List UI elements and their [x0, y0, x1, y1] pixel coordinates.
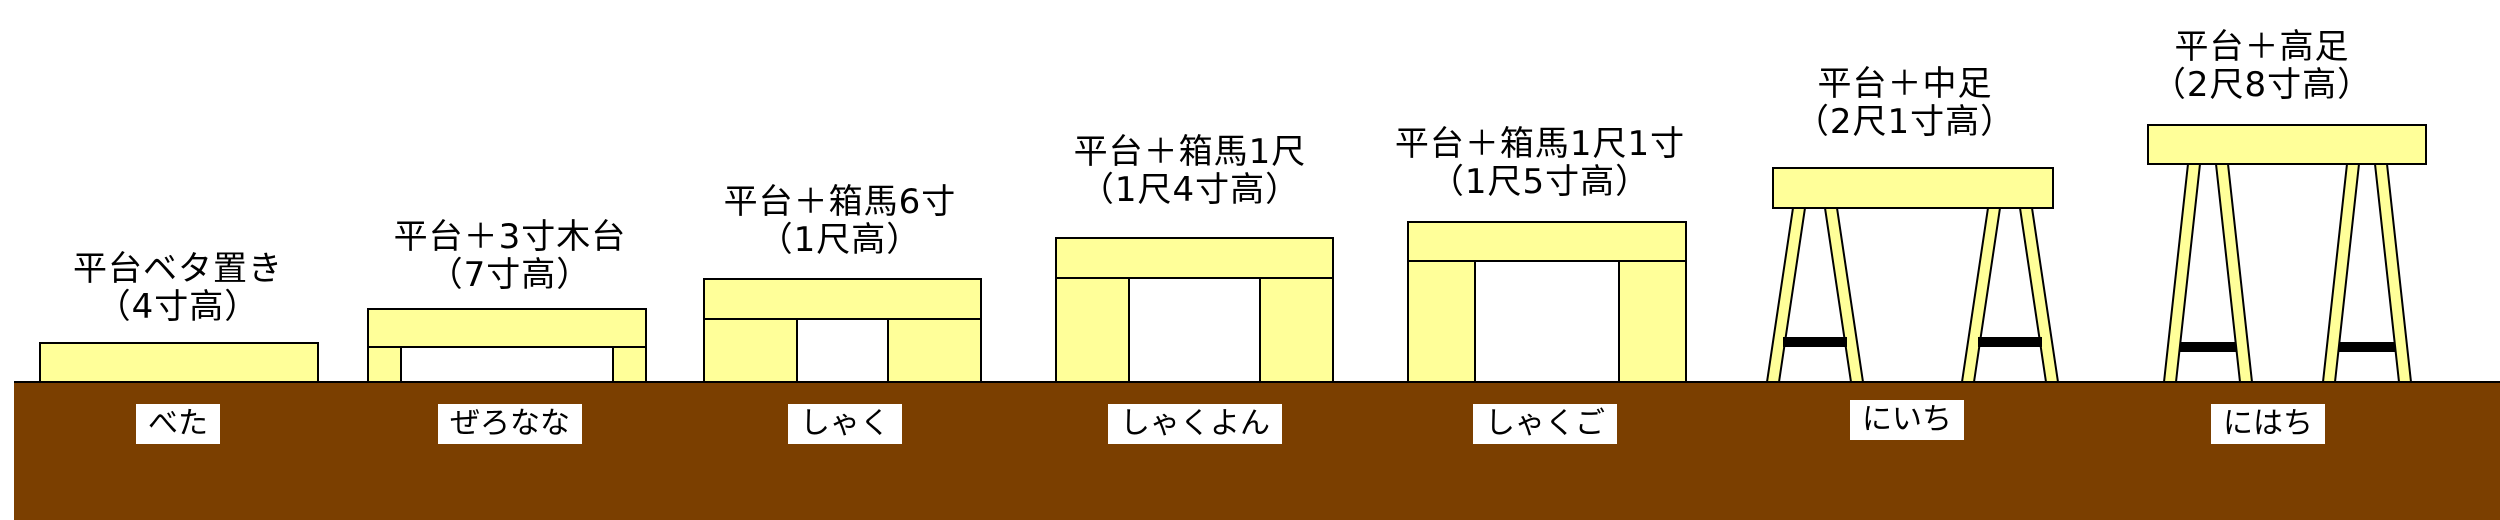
trestle-leg	[1823, 207, 1865, 383]
box-horse	[1055, 277, 1130, 383]
label-beta: べた	[136, 404, 220, 444]
box-horse	[703, 318, 798, 383]
caption-niichi: 平台＋中足 （2尺1寸高）	[1795, 65, 2015, 141]
trestle-crossbar	[1978, 337, 2042, 347]
caption-line-1: 平台＋箱馬6寸	[723, 182, 957, 222]
platform-top	[1407, 221, 1687, 262]
label-shaku: しゃく	[788, 404, 902, 444]
caption-beta: 平台ベタ置き （4寸高）	[73, 250, 283, 326]
trestle-crossbar	[2339, 342, 2395, 352]
box-horse	[1259, 277, 1334, 383]
caption-line-1: 平台＋中足	[1817, 64, 1993, 104]
caption-line-1: 平台＋箱馬1尺1寸	[1394, 124, 1686, 164]
box-horse	[1618, 260, 1687, 383]
platform-top	[703, 278, 982, 320]
trestle-leg	[1765, 207, 1807, 383]
trestle-leg	[2018, 207, 2060, 383]
platform-top	[39, 342, 319, 383]
trestle-crossbar	[1783, 337, 1847, 347]
caption-shaku: 平台＋箱馬6寸 （1尺高）	[724, 183, 957, 259]
caption-line-2: （1尺高）	[758, 220, 922, 260]
platform-top	[1772, 167, 2054, 209]
caption-line-2: （1尺5寸高）	[1429, 162, 1651, 202]
stage-floor	[14, 382, 2500, 520]
box-horse	[1407, 260, 1476, 383]
label-shakuyon: しゃくよん	[1108, 404, 1282, 444]
label-niichi: にいち	[1850, 400, 1964, 440]
caption-line-2: （7寸高）	[428, 255, 592, 295]
caption-line-2: （4寸高）	[96, 287, 260, 327]
trestle-leg	[1960, 207, 2002, 383]
wood-block	[367, 346, 402, 383]
caption-zeronana: 平台＋3寸木台 （7寸高）	[394, 218, 627, 294]
caption-line-1: 平台＋箱馬1尺	[1073, 132, 1307, 172]
box-horse	[887, 318, 982, 383]
caption-line-2: （2尺8寸高）	[2151, 65, 2373, 105]
platform-top	[2147, 124, 2427, 165]
caption-line-1: 平台＋高足	[2174, 27, 2350, 67]
label-nihachi: にはち	[2211, 404, 2325, 444]
caption-nihachi: 平台＋高足 （2尺8寸高）	[2152, 28, 2372, 104]
trestle-crossbar	[2180, 342, 2236, 352]
caption-line-1: 平台ベタ置き	[73, 249, 283, 289]
caption-shakugo: 平台＋箱馬1尺1寸 （1尺5寸高）	[1395, 125, 1685, 201]
caption-shakuyon: 平台＋箱馬1尺 （1尺4寸高）	[1074, 133, 1307, 209]
platform-top	[1055, 237, 1334, 279]
wood-block	[612, 346, 647, 383]
label-shakugo: しゃくご	[1473, 404, 1617, 444]
platform-top	[367, 308, 647, 348]
caption-line-1: 平台＋3寸木台	[393, 217, 627, 257]
caption-line-2: （1尺4寸高）	[1079, 170, 1301, 210]
caption-line-2: （2尺1寸高）	[1794, 102, 2016, 142]
label-zeronana: ぜろなな	[438, 404, 582, 444]
